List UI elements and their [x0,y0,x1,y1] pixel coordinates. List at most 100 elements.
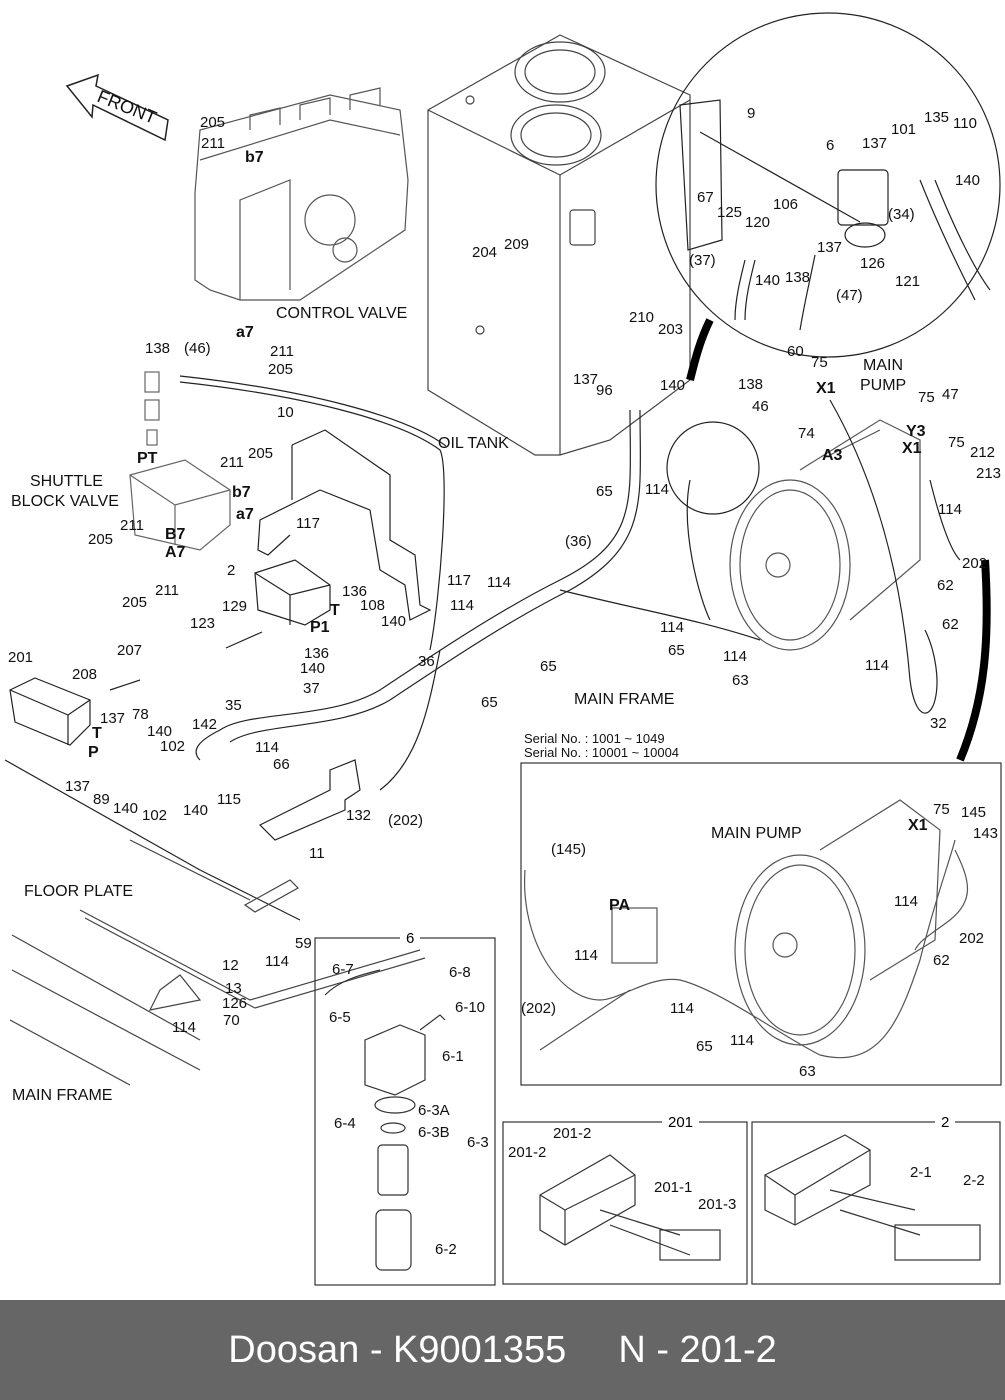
part-callout: 6-5 [329,1009,351,1026]
part-callout: 142 [192,716,218,733]
part-callout: 137 [862,135,888,152]
page-code: N - 201-2 [618,1328,777,1371]
part-callout: 65 [696,1038,713,1055]
part-callout: 6-4 [334,1115,356,1132]
inset-201-frame [502,1121,748,1285]
part-callout: (202) [388,812,424,829]
part-callout: 121 [895,273,921,290]
part-callout: 137 [573,371,599,388]
part-callout: 6 [826,137,835,154]
port-label: a7 [236,324,254,341]
part-callout: 62 [942,616,959,633]
part-callout: 126 [222,995,248,1012]
part-callout: 6-1 [442,1048,464,1065]
part-callout: 204 [472,244,498,261]
main-pump-caption-line2: PUMP [860,377,907,394]
part-callout: 143 [973,825,999,842]
part-callout: 78 [132,706,149,723]
part-callout: 66 [273,756,290,773]
part-callout: 138 [785,269,811,286]
part-callout: 211 [120,517,144,534]
bracket-11-drawing [258,759,361,841]
floor-plate-drawing [9,839,426,1086]
main-pump-caption-line1: MAIN [863,357,903,374]
port-label: A7 [165,544,186,561]
part-callout: 114 [172,1019,196,1036]
part-callout: 102 [142,807,168,824]
part-callout: 74 [798,425,815,442]
part-callout: 211 [220,454,244,471]
port-label: a7 [236,506,254,523]
parts-diagram: FRONT CONTROL VALVE OIL TANK MAIN PUMP S… [4,12,1002,1286]
part-callout: 114 [645,481,669,498]
filter-small-circle [666,421,760,515]
part-callout: 140 [955,172,981,189]
shuttle-caption-line1: SHUTTLE [30,473,103,490]
part-callout: 129 [222,598,248,615]
part-callout: 70 [223,1012,240,1029]
part-callout: 9 [747,105,756,122]
part-callout: 2 [227,562,236,579]
part-callout: 120 [745,214,771,231]
port-label: P1 [310,619,330,636]
port-label: b7 [232,484,251,501]
part-callout: 2-1 [910,1164,932,1181]
part-callout: 67 [697,189,714,206]
part-callout: 123 [190,615,216,632]
main-pump-inset-caption: MAIN PUMP [711,825,802,842]
oil-tank-caption: OIL TANK [438,435,509,452]
part-callout: 205 [88,531,114,548]
inset-title-filter: 6 [400,931,421,946]
part-callout: 2-2 [963,1172,985,1189]
part-callout: 132 [346,807,372,824]
diagram-line-art [4,12,1002,1286]
port-label: T [330,602,340,619]
part-callout: 102 [160,738,186,755]
part-callout: 36 [418,653,435,670]
serial-number-line-1: Serial No. : 1001 ~ 1049 [524,731,665,746]
port-label: Y3 [906,423,926,440]
front-arrow-icon [65,73,169,142]
part-callout: 140 [755,272,781,289]
port-label: X1 [816,380,836,397]
part-callout: 137 [100,710,126,727]
port-label: B7 [165,526,186,543]
part-callout: 59 [295,935,312,952]
part-callout: 101 [891,121,917,138]
part-callout: 89 [93,791,110,808]
part-callout: (36) [565,533,592,550]
part-callout: 32 [930,715,947,732]
leader-band [686,318,714,381]
part-callout: 138 [738,376,764,393]
port-label: PA [609,897,631,914]
part-callout: 65 [540,658,557,675]
part-callout: 137 [65,778,91,795]
main-frame-left-caption: MAIN FRAME [12,1087,113,1104]
part-callout: 211 [270,343,294,360]
part-callout: 205 [122,594,148,611]
part-callout: 75 [811,354,828,371]
part-callout: 114 [938,501,962,518]
part-callout: 6-3 [467,1134,489,1151]
part-callout: 114 [670,1000,694,1017]
inset-201-drawing [539,1154,721,1261]
part-callout: 6-2 [435,1241,457,1258]
part-callout: 205 [268,361,294,378]
part-callout: 201-3 [698,1196,737,1213]
filter-parts-drawing [324,969,446,1271]
inset-2-frame [751,1121,1001,1285]
part-callout: 62 [937,577,954,594]
part-callout: 62 [933,952,950,969]
port-label: X1 [902,440,922,457]
part-callout: 96 [596,382,613,399]
part-callout: 63 [799,1063,816,1080]
part-callout: 136 [304,645,330,662]
part-callout: 75 [933,801,950,818]
part-callout: (47) [836,287,863,304]
part-callout: 212 [970,444,996,461]
part-callout: 140 [147,723,173,740]
part-callout: 10 [277,404,294,421]
part-callout: 6-10 [455,999,486,1016]
part-callout: 201-2 [553,1125,592,1142]
part-callout: 202 [959,930,985,947]
